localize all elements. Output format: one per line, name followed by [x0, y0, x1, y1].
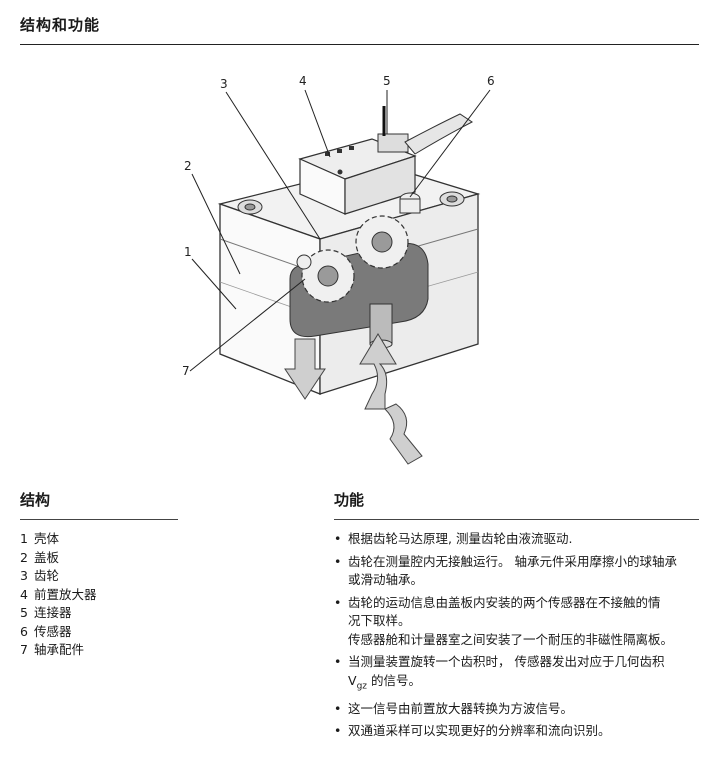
text-line: 或滑动轴承。	[348, 572, 424, 587]
structure-divider	[20, 519, 178, 520]
callout-1: 1	[184, 245, 192, 259]
bullet-icon: •	[334, 654, 342, 669]
function-list: • 根据齿轮马达原理, 测量齿轮由液流驱动. • 齿轮在测量腔内无接触运行。 轴…	[334, 530, 704, 745]
item-number: 2	[20, 549, 28, 565]
cable	[404, 113, 473, 155]
list-item: 6 传感器	[20, 623, 97, 642]
gear-meter-illustration: 3 4 5 6 2 1 7	[182, 74, 495, 465]
text-line: 况下取样。	[348, 613, 411, 628]
list-item: 3 齿轮	[20, 567, 97, 586]
item-number: 3	[20, 568, 28, 583]
bolt-left-hole	[244, 203, 256, 211]
led-3	[349, 146, 354, 150]
callout-2: 2	[184, 159, 192, 173]
led-1	[325, 152, 330, 156]
structure-heading: 结构	[20, 491, 51, 509]
callout-5: 5	[383, 74, 391, 88]
function-heading: 功能	[334, 491, 365, 509]
item-label: 盖板	[34, 549, 60, 565]
leader-2	[191, 173, 241, 275]
outlet-pipe	[369, 303, 393, 345]
connector	[377, 133, 409, 153]
bullet-icon: •	[334, 531, 342, 546]
item-number: 6	[20, 623, 28, 639]
text-line: 传感器舱和计量器室之间安装了一个耐压的非磁性隔离板。	[348, 631, 674, 647]
bullet-icon: •	[334, 700, 342, 716]
bullet-icon: •	[334, 723, 342, 738]
item-number: 1	[20, 531, 28, 546]
callout-7: 7	[182, 364, 190, 378]
callout-4: 4	[299, 74, 307, 88]
list-item: • 双通道采样可以实现更好的分辨率和流向识别。	[334, 722, 704, 741]
flow-in-tail	[384, 403, 423, 465]
list-item: • 当测量装置旋转一个齿积时， 传感器发出对应于几何齿积 Vgz 的信号。	[334, 653, 704, 696]
flow-out-arrow	[284, 338, 326, 400]
text-line: 双通道采样可以实现更好的分辨率和流向识别。	[348, 723, 611, 738]
list-item: • 这一信号由前置放大器转换为方波信号。	[334, 700, 704, 719]
list-item: • 齿轮的运动信息由盖板内安装的两个传感器在不接触的情 况下取样。 传感器舱和计…	[334, 594, 704, 650]
leader-4	[304, 89, 331, 158]
item-label: 轴承配件	[34, 642, 85, 657]
led-4	[337, 169, 343, 175]
title-divider	[20, 44, 699, 45]
item-number: 7	[20, 642, 28, 657]
led-2	[337, 149, 342, 153]
text-line: 当测量装置旋转一个齿积时， 传感器发出对应于几何齿积	[348, 654, 665, 669]
leader-7	[189, 278, 306, 372]
item-label: 壳体	[34, 531, 60, 546]
function-divider	[334, 519, 699, 520]
list-item: 7 轴承配件	[20, 641, 97, 660]
sensor-body	[399, 198, 421, 214]
list-item: 1 壳体	[20, 530, 97, 549]
bolt-right-hole	[446, 195, 458, 203]
list-item: 4 前置放大器	[20, 586, 97, 605]
vgz-suffix: 的信号。	[367, 672, 421, 688]
callout-6: 6	[487, 74, 495, 88]
list-item: 5 连接器	[20, 604, 97, 623]
parts-list: 1 壳体 2 盖板 3 齿轮 4 前置放大器 5 连接器 6 传感器 7 轴承配件	[20, 530, 97, 660]
vgz-subscript: gz	[356, 681, 367, 691]
list-item: • 齿轮在测量腔内无接触运行。 轴承元件采用摩擦小的球轴承 或滑动轴承。	[334, 553, 704, 590]
bearing-fitting	[296, 254, 312, 270]
leader-3	[225, 91, 321, 240]
flow-in-arrow	[359, 333, 397, 410]
item-label: 前置放大器	[34, 586, 97, 602]
gear-right-hub	[371, 231, 393, 253]
text-line: Vgz 的信号。	[348, 672, 704, 696]
leader-6	[409, 89, 491, 198]
preamplifier-side	[344, 155, 416, 215]
gear-left-hub	[317, 265, 339, 287]
text-line: 齿轮在测量腔内无接触运行。 轴承元件采用摩擦小的球轴承	[348, 553, 677, 569]
item-label: 连接器	[34, 605, 72, 620]
page-title: 结构和功能	[20, 16, 101, 34]
bullet-icon: •	[334, 594, 342, 610]
item-number: 4	[20, 586, 28, 602]
item-label: 齿轮	[34, 568, 60, 583]
bullet-icon: •	[334, 553, 342, 569]
item-number: 5	[20, 605, 28, 620]
callout-3: 3	[220, 77, 228, 91]
text-line: 根据齿轮马达原理, 测量齿轮由液流驱动.	[348, 531, 573, 546]
text-line: 这一信号由前置放大器转换为方波信号。	[348, 700, 574, 716]
list-item: • 根据齿轮马达原理, 测量齿轮由液流驱动.	[334, 530, 704, 549]
list-item: 2 盖板	[20, 549, 97, 568]
vgz-symbol: V	[348, 672, 357, 688]
leader-1	[191, 258, 237, 310]
item-label: 传感器	[34, 623, 72, 639]
text-line: 齿轮的运动信息由盖板内安装的两个传感器在不接触的情	[348, 594, 661, 610]
